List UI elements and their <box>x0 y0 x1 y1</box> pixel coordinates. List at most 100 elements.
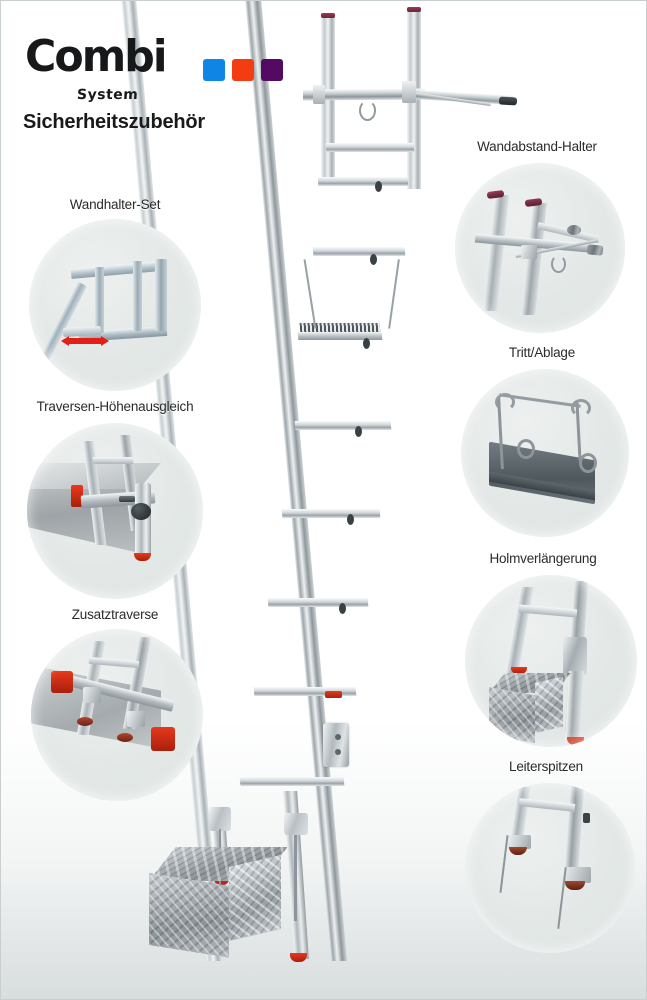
traverse-clamp <box>83 687 101 703</box>
spacer-end-knob <box>567 225 581 235</box>
feature-image-traversen-hoehenausgleich <box>27 423 203 599</box>
traverse-pad-right <box>151 727 175 751</box>
feature-label: Wandabstand-Halter <box>477 139 597 154</box>
spitze-stile-right <box>563 785 585 877</box>
feature-traversen-hoehenausgleich: Traversen-Höhenausgleich <box>3 399 227 605</box>
feature-tritt-ablage: Tritt/Ablage <box>447 345 637 545</box>
ladder-foot-pad <box>77 717 93 726</box>
ladder-rung <box>239 777 345 786</box>
spitze-clamp-left <box>507 835 531 849</box>
traverse-clamp <box>127 711 145 727</box>
bracket-upright-a <box>95 267 104 333</box>
brand-logo: Combi <box>25 31 325 82</box>
bracket-wall-plate <box>155 259 167 331</box>
ladder-step-stay-left <box>303 259 317 329</box>
adjust-arrow-icon <box>61 336 109 346</box>
holm-foot <box>567 737 584 745</box>
height-adjust-tube <box>135 483 151 557</box>
brand-swatches <box>203 59 283 81</box>
feature-image-holmverlaengerung <box>465 575 637 747</box>
adjust-lever <box>119 496 135 502</box>
bracket-upright-b <box>133 261 142 331</box>
feature-image-leiterspitzen <box>465 783 635 953</box>
feature-label: Tritt/Ablage <box>508 345 576 360</box>
holm-base-block-side <box>535 676 563 733</box>
stile-rivet <box>347 514 354 525</box>
base-block-front <box>149 873 229 958</box>
extension-red-marker <box>325 691 342 698</box>
feature-zusatztraverse: Zusatztraverse <box>9 607 221 805</box>
holm-extension-tube <box>565 671 584 743</box>
spacer-hook <box>551 255 566 273</box>
tritt-hook-left <box>495 393 515 411</box>
spitze-foot-left <box>509 847 527 855</box>
feature-label: Leiterspitzen <box>509 759 583 774</box>
right-leg-spike <box>294 835 297 921</box>
wall-spacer-clamp-right <box>402 81 416 103</box>
clamp-bolt <box>335 749 341 755</box>
feature-leiterspitzen: Leiterspitzen <box>451 759 641 969</box>
page-title: Sicherheitszubehör <box>23 111 205 133</box>
feature-wandabstand-halter: Wandabstand-Halter <box>437 139 637 339</box>
wall-spacer-end-cap <box>498 96 518 106</box>
holm-base-block-front <box>489 687 535 744</box>
bracket-diagonal-arm <box>37 281 87 367</box>
feature-label: Holmverlängerung <box>489 551 597 566</box>
ladder-rung <box>325 143 415 152</box>
bracket-top-rail <box>70 261 160 279</box>
spitze-spike-left <box>499 835 509 893</box>
feature-image-zusatztraverse <box>31 629 203 801</box>
traverse-red-cap <box>71 485 83 507</box>
ladder-extension-clamp <box>323 723 349 767</box>
ladder-step-stay-right <box>388 259 400 329</box>
spitze-rivet <box>583 813 590 823</box>
tritt-hook-right <box>571 399 591 417</box>
spacer-stile-left <box>482 195 510 311</box>
tritt-eyelet-right <box>579 453 597 473</box>
feature-label: Zusatztraverse <box>71 607 159 622</box>
feature-label: Traversen-Höhenausgleich <box>36 399 194 414</box>
holm-stile-left <box>505 587 534 673</box>
feature-image-tritt-ablage <box>461 369 629 537</box>
brand-subtitle: System <box>76 87 139 103</box>
traverse-pad-left <box>51 671 73 693</box>
clamp-bolt <box>335 734 341 740</box>
right-leg-clamp <box>284 813 308 835</box>
stile-rivet <box>363 338 370 349</box>
purple-swatch <box>261 59 283 81</box>
spacer-end-cap <box>586 244 604 256</box>
ladder-step-bracket <box>297 332 383 340</box>
ladder-rung <box>312 247 406 256</box>
ladder-rung-detail <box>92 457 134 464</box>
ladder-rung <box>267 598 369 607</box>
base-block-side <box>229 854 281 941</box>
orange-swatch <box>232 59 254 81</box>
brand-wordmark: Combi <box>25 31 168 82</box>
adjust-foot <box>134 553 151 561</box>
ladder-rung <box>294 421 392 430</box>
ladder-rung <box>281 509 381 518</box>
holm-left-foot <box>511 667 527 674</box>
stile-rivet <box>375 181 382 192</box>
tritt-eyelet-left <box>517 439 535 459</box>
spitze-clamp-right <box>561 867 591 883</box>
wall-spacer-hook <box>359 100 376 121</box>
ladder-rung <box>317 177 409 186</box>
stile-rivet <box>355 426 362 437</box>
ladder-foot-pad <box>117 733 133 742</box>
spitze-foot-right <box>565 881 585 890</box>
feature-label: Wandhalter-Set <box>69 197 161 212</box>
adjust-knob <box>131 503 151 520</box>
ladder-top-right-cap <box>407 7 421 12</box>
blue-swatch <box>203 59 225 81</box>
feature-image-wandhalter-set <box>29 219 201 391</box>
spacer-clamp <box>521 245 537 259</box>
right-leg-foot <box>290 953 307 962</box>
feature-image-wandabstand-halter <box>455 163 625 333</box>
holm-extension-clamp <box>563 637 587 675</box>
stile-rivet <box>370 254 377 265</box>
stile-rivet <box>339 603 346 614</box>
feature-wandhalter-set: Wandhalter-Set <box>15 197 215 397</box>
